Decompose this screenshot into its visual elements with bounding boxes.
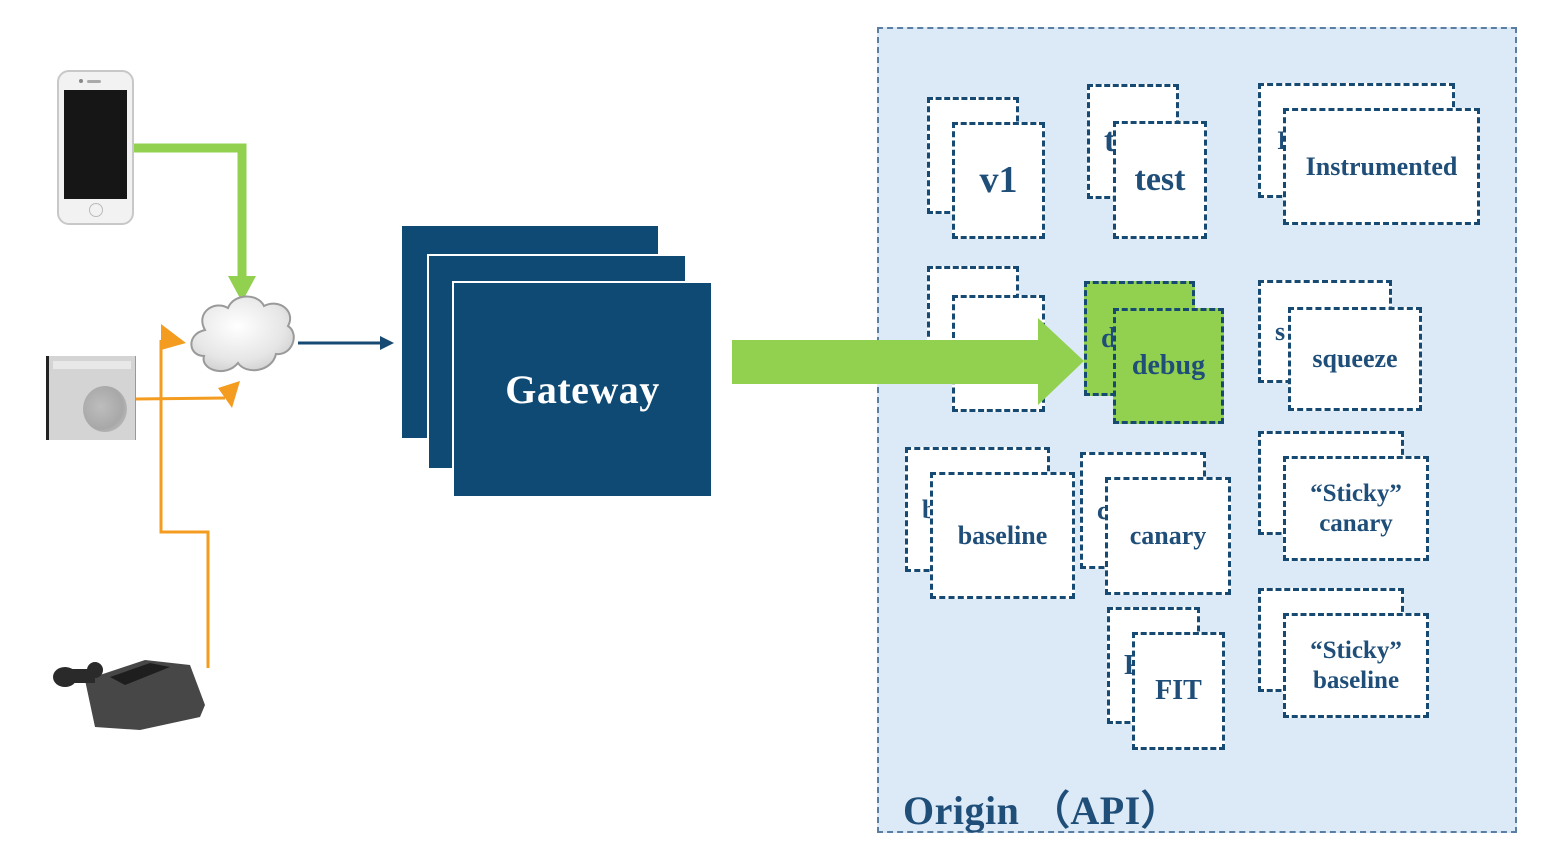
- cloud-icon: [190, 295, 295, 373]
- version-peek-label: t: [1104, 122, 1116, 160]
- smartphone-icon: [57, 70, 134, 225]
- version-peek-label: I: [1277, 125, 1287, 156]
- arrowhead-icon: [161, 324, 186, 350]
- version-card-baseline[interactable]: baseline: [930, 472, 1075, 599]
- version-peek-label: d: [1101, 322, 1117, 354]
- version-label: “Sticky” baseline: [1310, 636, 1402, 694]
- version-card-squeeze[interactable]: squeeze: [1288, 307, 1422, 411]
- version-card-test[interactable]: test: [1113, 121, 1207, 239]
- version-card-canary[interactable]: canary: [1105, 477, 1231, 595]
- origin-label: Origin （API）: [903, 788, 1182, 833]
- version-label: v1: [979, 158, 1018, 201]
- version-card-unlabeled[interactable]: [952, 295, 1045, 412]
- version-card-fit[interactable]: FIT: [1132, 632, 1225, 750]
- version-card-instrumented[interactable]: Instrumented: [1283, 108, 1480, 225]
- version-label: debug: [1131, 350, 1206, 382]
- web-connector: [135, 381, 240, 408]
- version-card-sticky-baseline[interactable]: “Sticky” baseline: [1283, 613, 1429, 718]
- version-label: baseline: [957, 520, 1048, 550]
- version-peek-label: c: [1097, 495, 1109, 525]
- arrowhead-icon: [228, 276, 256, 302]
- version-label: test: [1134, 160, 1186, 198]
- mobile-connector: [134, 143, 256, 302]
- arrowhead-icon: [380, 336, 394, 350]
- version-card-v1[interactable]: v1: [952, 122, 1045, 239]
- version-card-sticky-canary[interactable]: “Sticky” canary: [1283, 456, 1429, 561]
- version-label: “Sticky” canary: [1310, 479, 1402, 537]
- browser-icon: [46, 356, 136, 440]
- console-connector: [159, 324, 210, 668]
- version-peek-label: s: [1275, 316, 1286, 346]
- cloud-to-gateway-arrow: [298, 336, 394, 350]
- version-label: canary: [1129, 521, 1207, 551]
- gateway-label: Gateway: [505, 367, 660, 412]
- game-console-icon: [53, 660, 205, 730]
- gateway-box[interactable]: Gateway: [452, 281, 711, 496]
- version-label: FIT: [1155, 675, 1202, 707]
- version-label: Instrumented: [1305, 151, 1458, 181]
- version-card-debug[interactable]: debug: [1113, 308, 1224, 424]
- version-label: squeeze: [1312, 344, 1398, 374]
- arrowhead-icon: [218, 381, 240, 408]
